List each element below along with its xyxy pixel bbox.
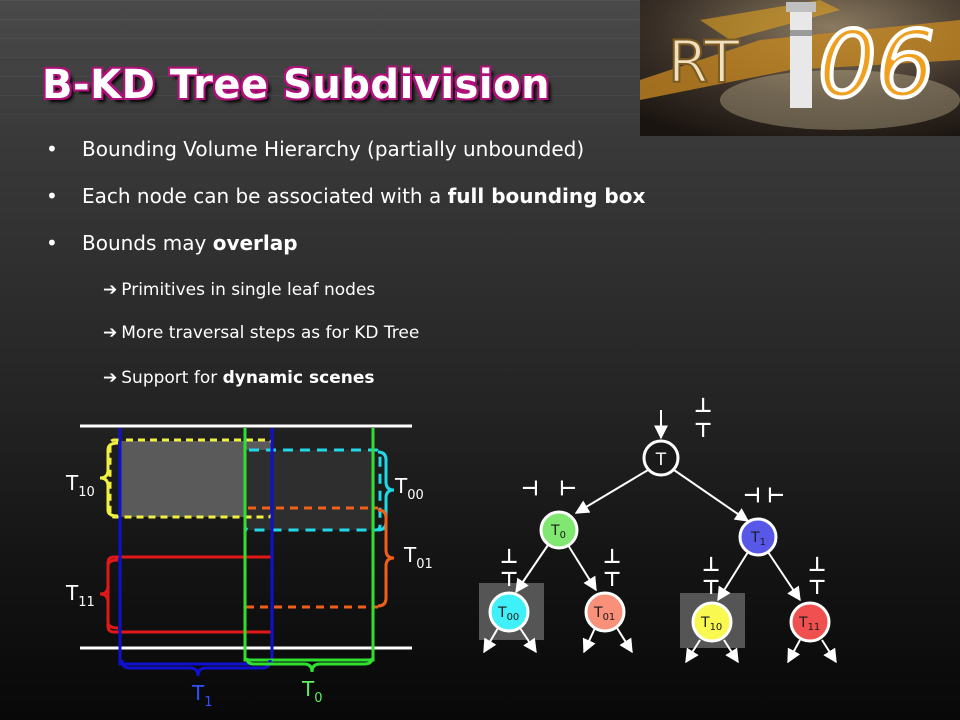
tree-node-t0: T0 [539, 510, 579, 550]
edge-t0-t00 [515, 544, 549, 594]
bullet-bold-text: full bounding box [447, 184, 646, 208]
interval-top-glyph: ⊥ [702, 552, 720, 576]
label-t11: T11 [65, 581, 95, 610]
svg-text:T: T [655, 450, 667, 470]
edge-t01-out-l [582, 627, 596, 654]
label-t1: T1 [191, 681, 213, 710]
sub-bullet-text: Primitives in single leaf nodes [121, 280, 376, 300]
tree-node-root: T [642, 439, 680, 477]
sub-bullet-item: ➔More traversal steps as for KD Tree [103, 323, 419, 343]
edge-t10-out-l [685, 639, 701, 664]
edge-t0-t01 [567, 544, 597, 592]
bullet-dot: • [46, 231, 58, 255]
edge-t00-out-r [519, 627, 537, 654]
edge-t1-t10 [717, 551, 749, 602]
interval-top-glyph: ⊥ [518, 479, 542, 497]
label-t01: T01 [403, 543, 433, 572]
bullet-dot: • [46, 137, 58, 161]
t00-shade [245, 450, 375, 530]
sub-bullet-item: ➔Support for dynamic scenes [103, 368, 374, 388]
interval-bottom-glyph: ⊤ [808, 575, 826, 599]
svg-text:T11: T11 [798, 615, 820, 633]
svg-text:T00: T00 [497, 605, 519, 623]
tree-node-t00: T00 [488, 591, 530, 633]
interval-top-glyph: ⊥ [500, 544, 518, 568]
label-t10: T10 [65, 471, 95, 500]
edge-t1-t11 [767, 551, 801, 602]
edge-t11-out-r [821, 639, 837, 664]
t0-brace [245, 657, 374, 673]
interval-bottom-glyph: ⊤ [603, 567, 621, 591]
interval-bottom-glyph: ⊤ [702, 575, 720, 599]
sub-bullet-text: Support for [121, 368, 223, 388]
svg-text:T01: T01 [593, 605, 615, 623]
bullet-text: Bounds may [82, 231, 213, 255]
bullet-item: • Bounds may overlap [46, 231, 298, 255]
logo-rt-text: RT [668, 28, 740, 96]
tree-node-t1: T1 [738, 517, 778, 557]
sub-bullet-text: More traversal steps as for KD Tree [121, 323, 420, 343]
t10-brace [99, 441, 119, 518]
bullet-item: • Bounding Volume Hierarchy (partially un… [46, 137, 584, 161]
svg-text:T0: T0 [550, 523, 566, 541]
edge-t01-out-r [616, 627, 633, 654]
edge-root-t0 [574, 469, 649, 514]
bullet-text: Bounding Volume Hierarchy (partially unb… [82, 137, 585, 161]
arrow-icon: ➔ [103, 368, 118, 388]
edge-t11-out-l [787, 639, 801, 664]
logo-06-text: 06 [818, 11, 935, 118]
interval-top-glyph: ⊥ [694, 395, 712, 417]
bullet-dot: • [46, 184, 58, 208]
svg-text:T1: T1 [750, 530, 766, 548]
interval-top-glyph: ⊥ [603, 544, 621, 568]
interval-bottom-glyph: ⊤ [500, 567, 518, 591]
t11-box [106, 555, 272, 634]
interval-bottom-glyph: ⊤ [694, 418, 712, 442]
rt06-logo: RT 06 [640, 0, 960, 136]
tree-node-t10: T10 [691, 601, 733, 643]
edge-t10-out-r [723, 639, 739, 664]
svg-text:T10: T10 [700, 615, 722, 633]
sub-bullet-bold-text: dynamic scenes [222, 368, 375, 388]
bullet-text: Each node can be associated with a [82, 184, 448, 208]
t11-brace [99, 558, 119, 630]
bkd-spatial-diagram: T10 T11 T00 T01 T1 T0 [65, 424, 433, 710]
label-t0: T0 [301, 677, 323, 706]
arrow-icon: ➔ [103, 323, 118, 343]
label-t00: T00 [394, 474, 424, 503]
interval-bottom-glyph: ⊤ [556, 479, 580, 497]
arrow-icon: ➔ [103, 280, 118, 300]
bullet-item: • Each node can be associated with a full… [46, 184, 645, 208]
t1-box [118, 428, 274, 666]
edge-root-t1 [673, 469, 750, 522]
bullet-bold-text: overlap [212, 231, 298, 255]
t1-brace [120, 659, 272, 677]
tree-node-t11: T11 [789, 601, 831, 643]
interval-top-glyph: ⊥ [808, 552, 826, 576]
sub-bullet-item: ➔Primitives in single leaf nodes [103, 280, 375, 300]
edge-t00-out-l [483, 627, 499, 654]
bkd-tree-diagram: ⊥ ⊤ ⊥ ⊤ ⊥ ⊤ ⊥ ⊤ ⊥ ⊤ ⊥ ⊤ ⊥ ⊤ T T0 T1 T00 … [479, 395, 837, 664]
t01-brace [377, 508, 395, 608]
t0-box [243, 428, 375, 662]
slide-title: B-KD Tree Subdivision [42, 62, 551, 108]
tree-node-t01: T01 [584, 591, 626, 633]
interval-top-glyph: ⊥ [740, 486, 764, 504]
interval-bottom-glyph: ⊤ [764, 486, 788, 504]
